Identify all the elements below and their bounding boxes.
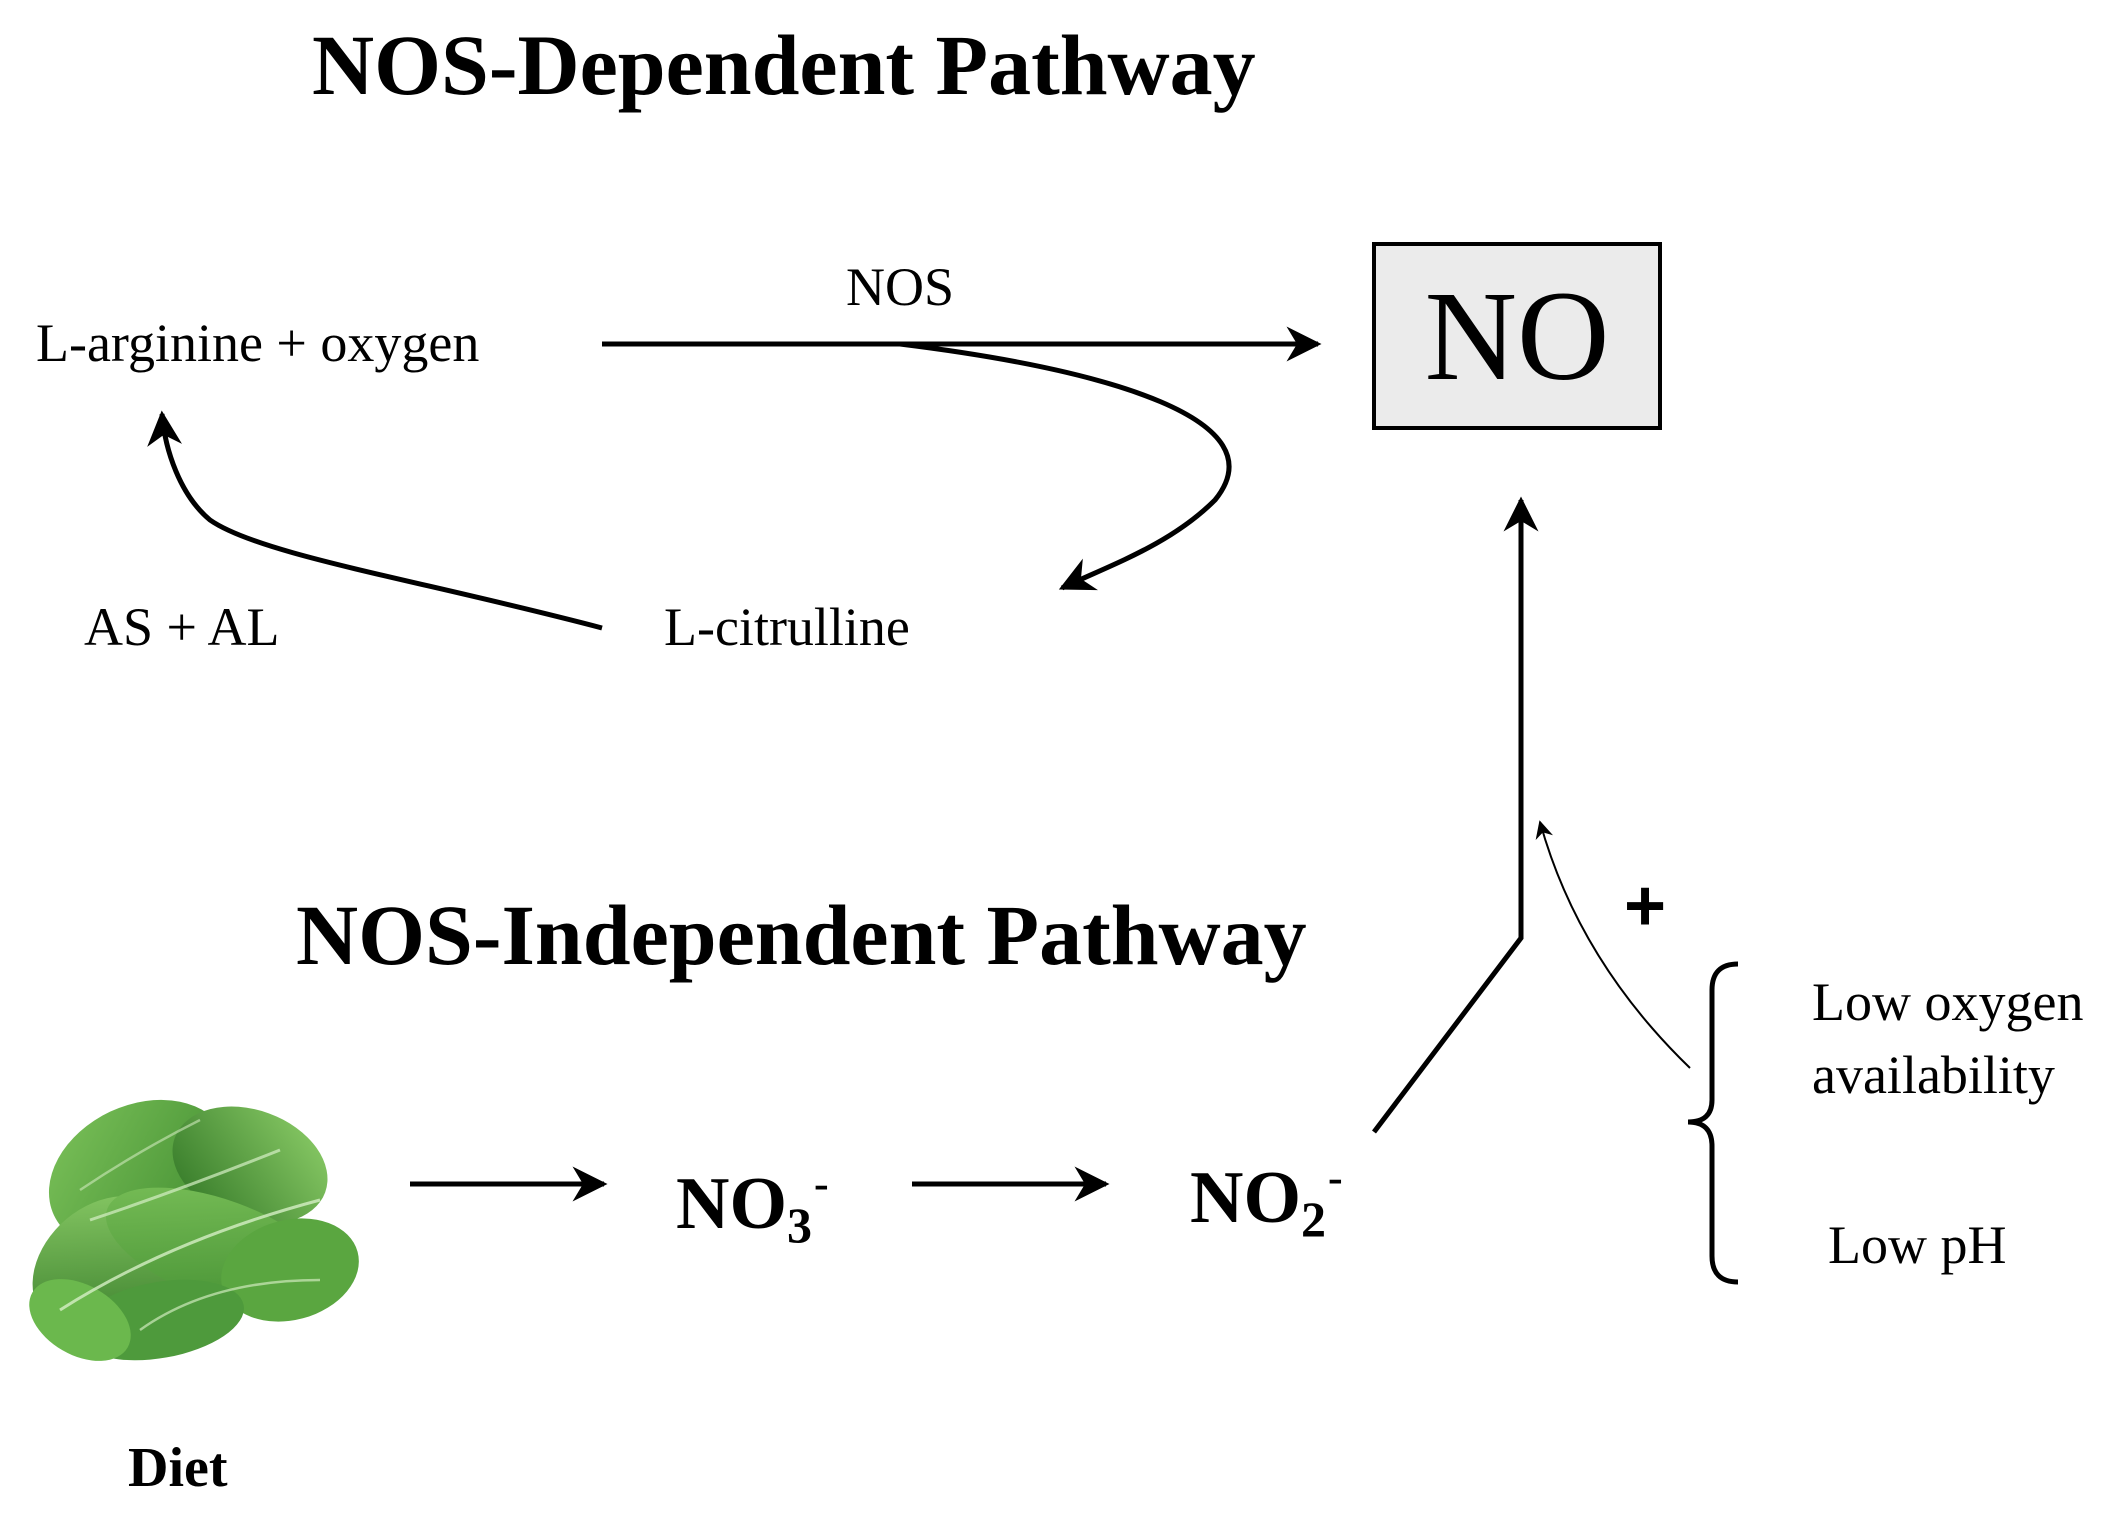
nitrite-label: NO2-	[1190, 1153, 1343, 1247]
condition-low-oxygen-line1: Low oxygen	[1812, 972, 2084, 1032]
nitric-oxide-label: NO	[1424, 265, 1610, 407]
arrow-to-citrulline	[899, 341, 1232, 591]
substrate-label: L-arginine + oxygen	[36, 313, 480, 373]
condition-low-ph: Low pH	[1828, 1215, 2007, 1275]
condition-low-oxygen-line2: availability	[1812, 1045, 2055, 1106]
arrow-nitrite-to-no	[1372, 496, 1539, 1134]
as-al-label: AS + AL	[84, 597, 280, 657]
title-nos-dependent: NOS-Dependent Pathway	[312, 17, 1256, 113]
enzyme-nos-label: NOS	[846, 257, 955, 317]
promoter-plus-sign: +	[1624, 866, 1667, 946]
arrow-conditions-promote	[1535, 820, 1691, 1069]
nitrate-label: NO3-	[676, 1159, 829, 1253]
conditions-brace	[1687, 961, 1739, 1285]
nitric-oxide-box: NO	[1372, 242, 1662, 430]
arrow-citrulline-to-arginine	[147, 410, 603, 631]
diet-label: Diet	[128, 1437, 228, 1499]
spinach-leaves-icon	[29, 1099, 359, 1361]
l-citrulline-label: L-citrulline	[664, 597, 910, 657]
title-nos-independent: NOS-Independent Pathway	[296, 887, 1307, 983]
condition-low-oxygen: Low oxygen availability	[1812, 966, 2083, 1113]
